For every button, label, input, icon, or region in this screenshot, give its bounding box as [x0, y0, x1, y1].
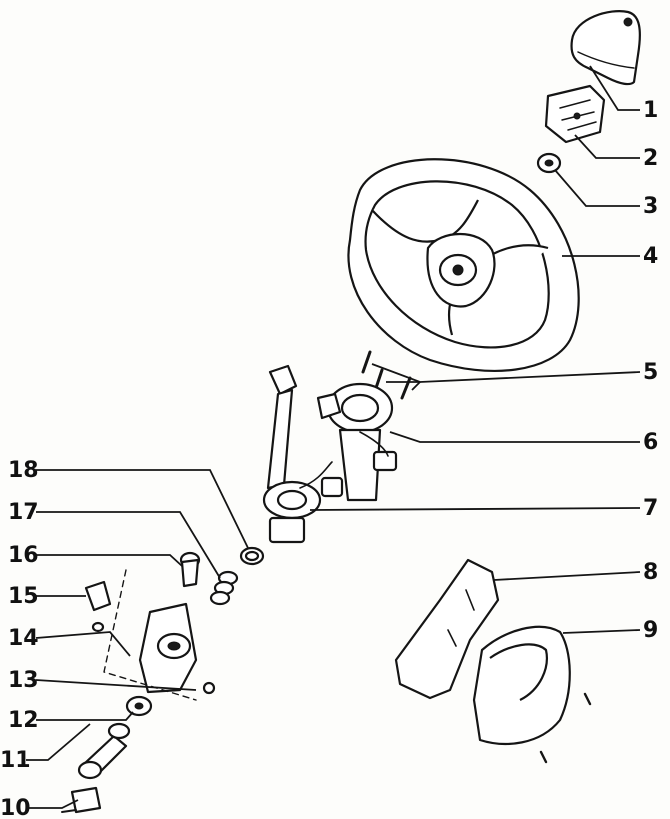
part-upper-shroud [394, 558, 500, 700]
part-stalk-switch [262, 364, 344, 544]
part-lock-cylinder [77, 722, 131, 780]
group-frame [103, 569, 197, 701]
part-spring [209, 570, 239, 606]
part-lower-shroud [472, 625, 592, 764]
callout-7: 7 [643, 496, 658, 521]
part-horn-pad-cover [570, 10, 641, 86]
leader-lines [26, 65, 641, 809]
part-ignition-lock-body [138, 602, 216, 695]
part-bushing [125, 695, 153, 717]
callout-16: 16 [8, 543, 39, 568]
callout-9: 9 [643, 618, 658, 643]
callout-11: 11 [0, 748, 31, 773]
callout-13: 13 [8, 668, 39, 693]
callout-labels: 1 2 3 4 5 6 7 8 9 10 11 12 13 14 15 16 1… [0, 98, 658, 819]
callout-8: 8 [643, 560, 658, 585]
part-horn-contact-plate [544, 84, 606, 144]
callout-1: 1 [643, 98, 658, 123]
callout-3: 3 [643, 194, 658, 219]
callout-17: 17 [8, 500, 39, 525]
part-switch-housing [316, 382, 398, 502]
callout-2: 2 [643, 146, 658, 171]
part-ring [239, 546, 265, 566]
callout-18: 18 [8, 458, 39, 483]
callout-5: 5 [643, 360, 658, 385]
callout-6: 6 [643, 430, 658, 455]
part-switch-module [84, 580, 112, 612]
part-lock-holder [91, 621, 105, 633]
callout-10: 10 [0, 796, 31, 819]
callout-14: 14 [8, 626, 39, 651]
part-nut [536, 152, 562, 174]
part-steering-wheel [347, 158, 580, 372]
part-lock-base [61, 786, 102, 814]
callout-12: 12 [8, 708, 39, 733]
callout-15: 15 [8, 584, 39, 609]
callout-4: 4 [643, 244, 658, 269]
part-key-cylinder [179, 551, 201, 588]
